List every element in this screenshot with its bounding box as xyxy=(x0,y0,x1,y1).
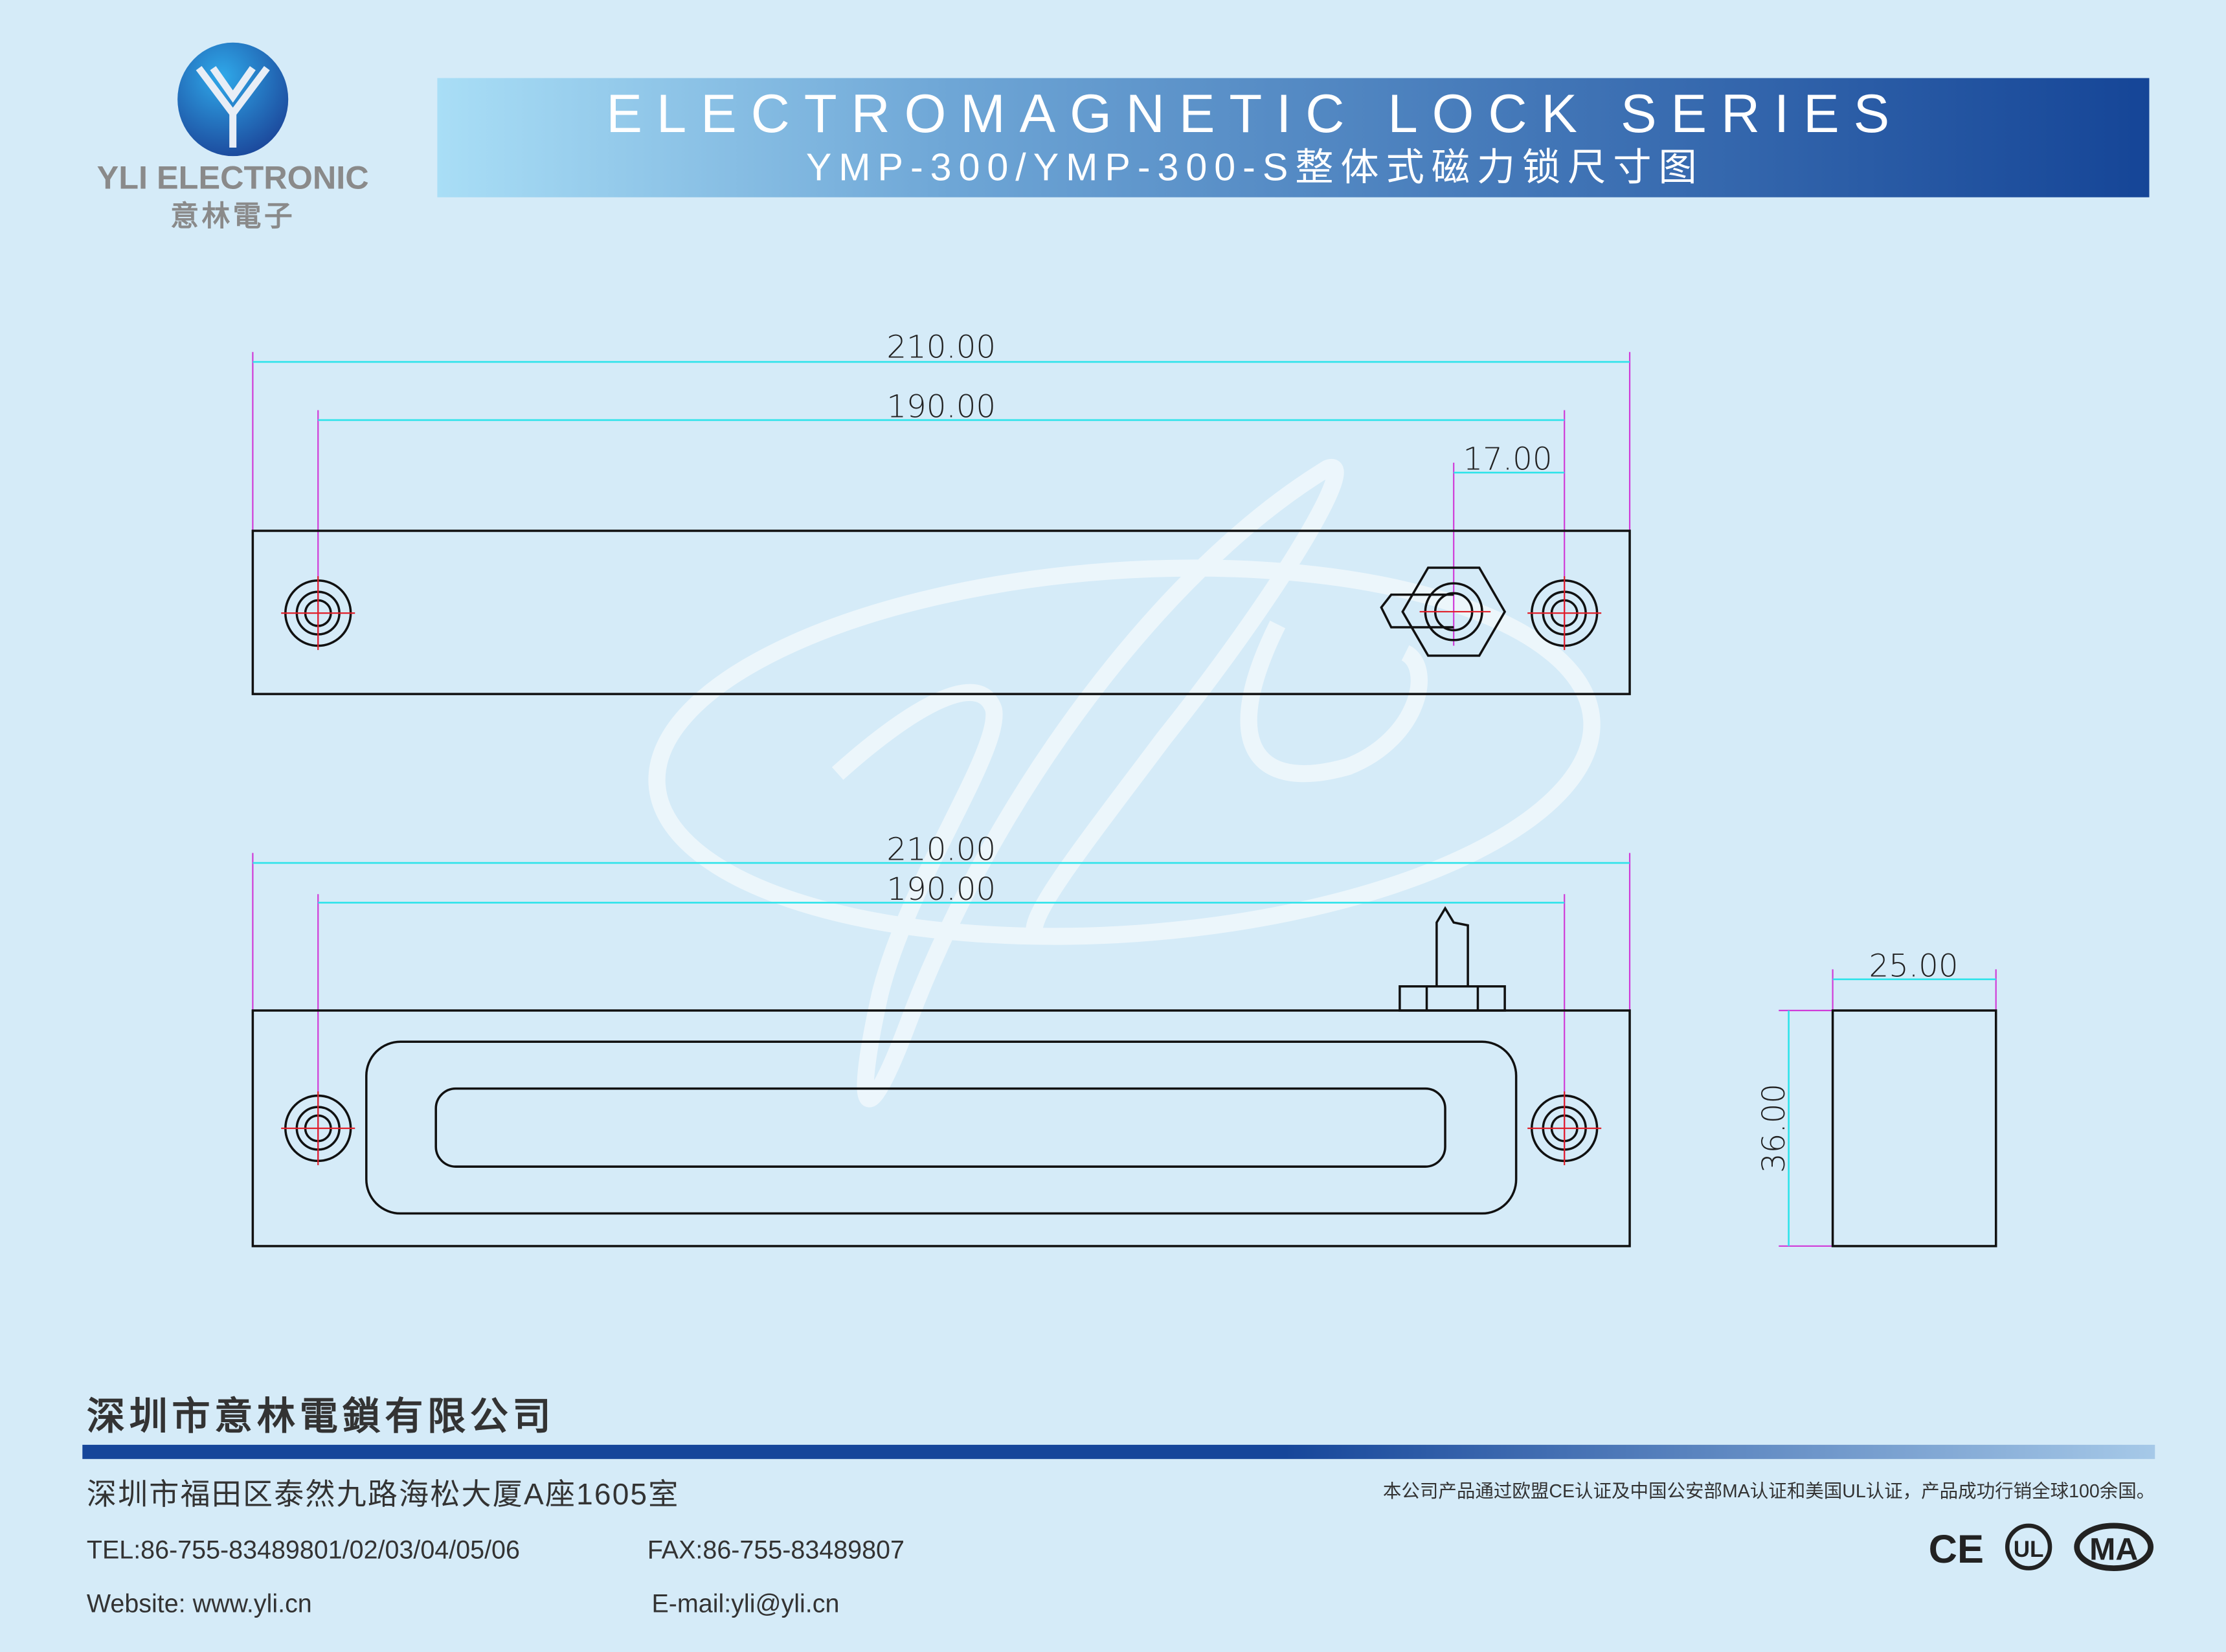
dim-width: 25.00 xyxy=(1869,948,1959,984)
tel: TEL:86-755-83489801/02/03/04/05/06 xyxy=(87,1535,520,1564)
svg-text:MA: MA xyxy=(2089,1532,2138,1567)
logo-brand-en: YLI ELECTRONIC xyxy=(97,159,369,196)
ma-mark-icon: MA xyxy=(2074,1523,2154,1572)
header-subtitle: YMP-300/YMP-300-S整体式磁力锁尺寸图 xyxy=(806,145,1704,188)
dim-overall-length: 210.00 xyxy=(886,329,996,365)
ce-mark-icon: CE xyxy=(1929,1527,1984,1572)
ul-mark-icon: UL xyxy=(2005,1523,2052,1570)
certification-note: 本公司产品通过欧盟CE认证及中国公安部MA认证和美国UL认证，产品成功行销全球1… xyxy=(1383,1481,2155,1502)
mounting-hole xyxy=(1527,1091,1602,1165)
cable-gland xyxy=(1399,906,1506,1012)
website[interactable]: Website: www.yli.cn xyxy=(87,1590,312,1618)
watermark-logo xyxy=(648,459,1601,1108)
fax: FAX:86-755-83489807 xyxy=(647,1535,905,1564)
dim-cable-offset: 17.00 xyxy=(1463,441,1552,478)
footer-divider xyxy=(82,1444,2155,1459)
mounting-hole xyxy=(1527,576,1602,651)
dim-overall-length: 210.00 xyxy=(886,832,996,868)
side-view: 25.00 36.00 xyxy=(1756,948,1997,1247)
top-view: 210.00 190.00 17.00 xyxy=(251,329,1631,695)
mounting-hole xyxy=(281,576,355,651)
svg-text:UL: UL xyxy=(2014,1537,2044,1562)
company-address: 深圳市福田区泰然九路海松大厦A座1605室 xyxy=(87,1477,680,1511)
dim-height: 36.00 xyxy=(1756,1084,1792,1173)
header-title: ELECTROMAGNETIC LOCK SERIES xyxy=(606,84,1904,144)
header-banner: ELECTROMAGNETIC LOCK SERIES YMP-300/YMP-… xyxy=(437,78,2150,197)
dim-hole-spacing: 190.00 xyxy=(886,871,996,908)
dim-hole-spacing: 190.00 xyxy=(886,389,996,425)
company-logo: YLI ELECTRONIC 意林電子 xyxy=(97,42,369,232)
email[interactable]: E-mail:yli@yli.cn xyxy=(651,1590,839,1618)
mounting-hole xyxy=(281,1091,355,1165)
company-name: 深圳市意林電鎖有限公司 xyxy=(87,1394,555,1438)
footer: 深圳市意林電鎖有限公司 深圳市福田区泰然九路海松大厦A座1605室 本公司产品通… xyxy=(82,1394,2155,1618)
logo-brand-cn: 意林電子 xyxy=(170,201,295,232)
cable-gland xyxy=(1380,566,1507,657)
front-view: 210.00 190.00 xyxy=(251,832,1631,1247)
